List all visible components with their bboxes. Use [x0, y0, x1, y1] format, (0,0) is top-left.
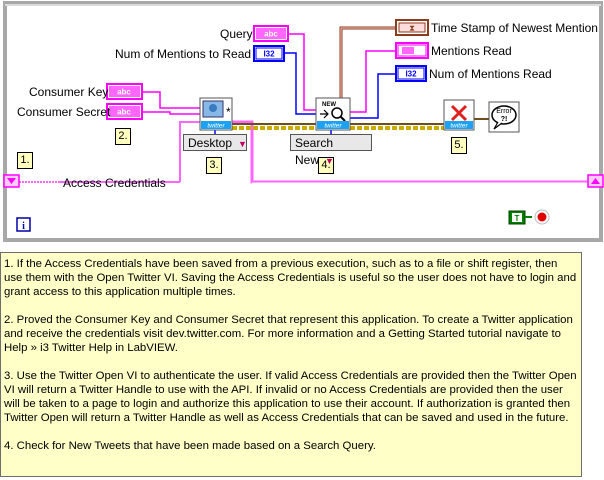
timestamp-label: Time Stamp of Newest Mention	[431, 21, 598, 35]
abc-label: abc	[264, 30, 278, 39]
svg-text:*: *	[226, 105, 231, 119]
output-tunnel	[587, 174, 604, 188]
i32-label: I32	[263, 50, 275, 59]
error-wire	[232, 118, 490, 125]
consumer-key-wire	[142, 91, 200, 109]
twitter-label: twitter	[324, 123, 342, 130]
timestamp-wire-inner	[340, 27, 396, 100]
query-label: Query	[220, 27, 253, 41]
twitter-label: twitter	[207, 123, 225, 130]
search-ring-label: Search New	[295, 136, 334, 167]
num-mentions-read-wire	[350, 73, 396, 119]
error-label: Error	[496, 108, 512, 115]
num-mentions-wire	[284, 52, 316, 115]
num-mentions-terminal[interactable]: I32	[253, 45, 285, 62]
twitter-label: twitter	[450, 123, 468, 130]
i32-label: I32	[405, 70, 417, 79]
timestamp-indicator: ⧗	[395, 19, 429, 36]
note-paragraph: 2. Proved the Consumer Key and Consumer …	[4, 314, 573, 354]
desktop-ring-label: Desktop	[188, 136, 233, 150]
chevron-down-icon: ▼	[238, 139, 247, 149]
consumer-secret-label: Consumer Secret	[17, 105, 111, 119]
consumer-secret-terminal[interactable]: abc	[106, 103, 143, 120]
twitter-search-vi[interactable]: NEW twitter	[315, 97, 351, 131]
note-paragraph: 4. Check for New Tweets that have been m…	[4, 440, 376, 452]
svg-text:⧗: ⧗	[409, 24, 415, 33]
true-label: T	[515, 214, 520, 223]
twitter-close-vi[interactable]: twitter	[443, 99, 475, 131]
step-label-1: 1.	[17, 152, 33, 169]
query-wire	[288, 33, 316, 111]
note-paragraph: 1. If the Access Credentials have been s…	[4, 258, 577, 298]
twitter-open-vi[interactable]: * twitter	[199, 97, 233, 131]
access-credentials-wire	[19, 120, 590, 184]
abc-label: abc	[117, 88, 131, 97]
num-mentions-to-read-label: Num of Mentions to Read	[115, 47, 252, 61]
mentions-read-label: Mentions Read	[431, 44, 512, 58]
error-handler-vi[interactable]: Error ?!	[488, 101, 520, 133]
access-credentials-label: Access Credentials	[63, 176, 166, 190]
step-label-5: 5.	[451, 137, 467, 154]
info-icon[interactable]: i	[16, 217, 31, 232]
search-ring[interactable]: Search New▼	[290, 134, 372, 167]
true-constant[interactable]: T	[508, 210, 526, 225]
abc-label: abc	[117, 108, 131, 117]
consumer-key-label: Consumer Key	[29, 85, 109, 99]
note-paragraph: 3. Use the Twitter Open VI to authentica…	[4, 370, 577, 424]
consumer-secret-wire	[142, 111, 200, 115]
new-label: NEW	[322, 102, 336, 108]
input-tunnel	[3, 174, 20, 188]
chevron-down-icon: ▼	[325, 156, 334, 166]
step-label-3: 3.	[206, 157, 222, 174]
query-terminal[interactable]: abc	[253, 25, 289, 42]
stop-icon[interactable]	[534, 209, 550, 225]
info-label: i	[22, 221, 25, 232]
step-label-2: 2.	[115, 128, 131, 145]
num-mentions-read-indicator: I32	[395, 65, 427, 82]
step-label-4: 4.	[318, 157, 334, 174]
svg-text:?!: ?!	[501, 116, 508, 123]
mentions-read-wire	[350, 50, 396, 113]
notes-panel: 1. If the Access Credentials have been s…	[0, 252, 582, 477]
mentions-read-indicator	[395, 42, 429, 59]
consumer-key-terminal[interactable]: abc	[106, 83, 143, 100]
desktop-ring[interactable]: Desktop ▼	[183, 134, 247, 151]
num-mentions-read-label: Num of Mentions Read	[429, 67, 552, 81]
